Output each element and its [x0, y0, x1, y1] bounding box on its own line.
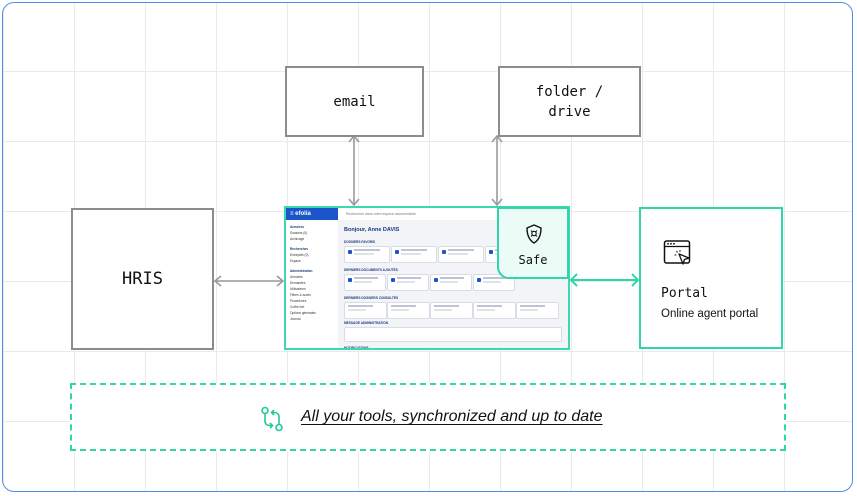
- safe-box: Safe: [497, 207, 569, 279]
- app-section-title: NOTIFICATIONS: [344, 346, 369, 350]
- app-card: [430, 274, 472, 291]
- app-section-title: DOSSIERS FAVORIS: [344, 240, 376, 244]
- sidebar-item: Recherches: [290, 247, 309, 251]
- sidebar-item: Utilisateurs: [290, 287, 306, 291]
- sidebar-item: Espace: [290, 259, 301, 263]
- sidebar-item: Journal: [290, 317, 301, 321]
- app-section-title: MESSAGE ADMINISTRATION: [344, 321, 389, 325]
- app-card: [344, 302, 387, 319]
- banner-text: All your tools, synchronized and up to d…: [301, 408, 603, 425]
- sidebar-item: Archivage: [290, 237, 305, 241]
- hris-label: HRIS: [122, 269, 163, 289]
- browser-cursor-icon: [663, 240, 691, 265]
- app-section-title: DERNIERS DOCUMENTS AJOUTÉS: [344, 268, 398, 272]
- app-card: [387, 274, 429, 291]
- app-message: [344, 327, 562, 342]
- app-greeting: Bonjour, Anne DAVIS: [344, 227, 400, 233]
- email-label: email: [333, 93, 376, 110]
- app-sidebar: ≡ efolia Armoires Dossiers (0) Archivage…: [286, 208, 339, 348]
- app-card: [387, 302, 430, 319]
- sync-icon: [261, 406, 283, 432]
- folder-drive-label: folder / drive: [536, 82, 603, 122]
- app-card: [391, 246, 437, 263]
- portal-subtitle: Online agent portal: [661, 308, 759, 320]
- sidebar-item: Coffre-fort: [290, 305, 305, 309]
- app-card: [438, 246, 484, 263]
- portal-box: Portal Online agent portal: [639, 207, 783, 349]
- app-card: [344, 246, 390, 263]
- app-logo: ≡ efolia: [286, 208, 338, 220]
- folder-drive-box: folder / drive: [498, 66, 641, 137]
- sidebar-item: Administration: [290, 269, 313, 273]
- sidebar-item: Options générales: [290, 311, 316, 315]
- sidebar-item: Demandes: [290, 281, 306, 285]
- shield-icon: [526, 224, 542, 244]
- sidebar-item: Armoires: [290, 275, 303, 279]
- app-card: [516, 302, 559, 319]
- portal-title: Portal: [661, 286, 708, 301]
- sidebar-item: Dossiers (0): [290, 231, 308, 235]
- folder-drive-line1: folder /: [535, 83, 604, 100]
- app-card: [473, 302, 516, 319]
- sync-banner: All your tools, synchronized and up to d…: [70, 383, 786, 451]
- app-card: [430, 302, 473, 319]
- sidebar-item: Procédures: [290, 299, 307, 303]
- safe-label: Safe: [518, 253, 548, 267]
- sidebar-item: Entrepôts (0): [290, 253, 309, 257]
- sidebar-item: Armoires: [290, 225, 304, 229]
- sidebar-item: Filtres & accès: [290, 293, 311, 297]
- app-main: Bonjour, Anne DAVIS DOSSIERS FAVORIS DER…: [338, 220, 568, 348]
- app-section-title: DERNIERS DOSSIERS CONSULTÉS: [344, 296, 399, 300]
- folder-drive-line2: drive: [548, 103, 591, 120]
- app-card: [344, 274, 386, 291]
- hris-box: HRIS: [71, 208, 214, 350]
- email-box: email: [285, 66, 424, 137]
